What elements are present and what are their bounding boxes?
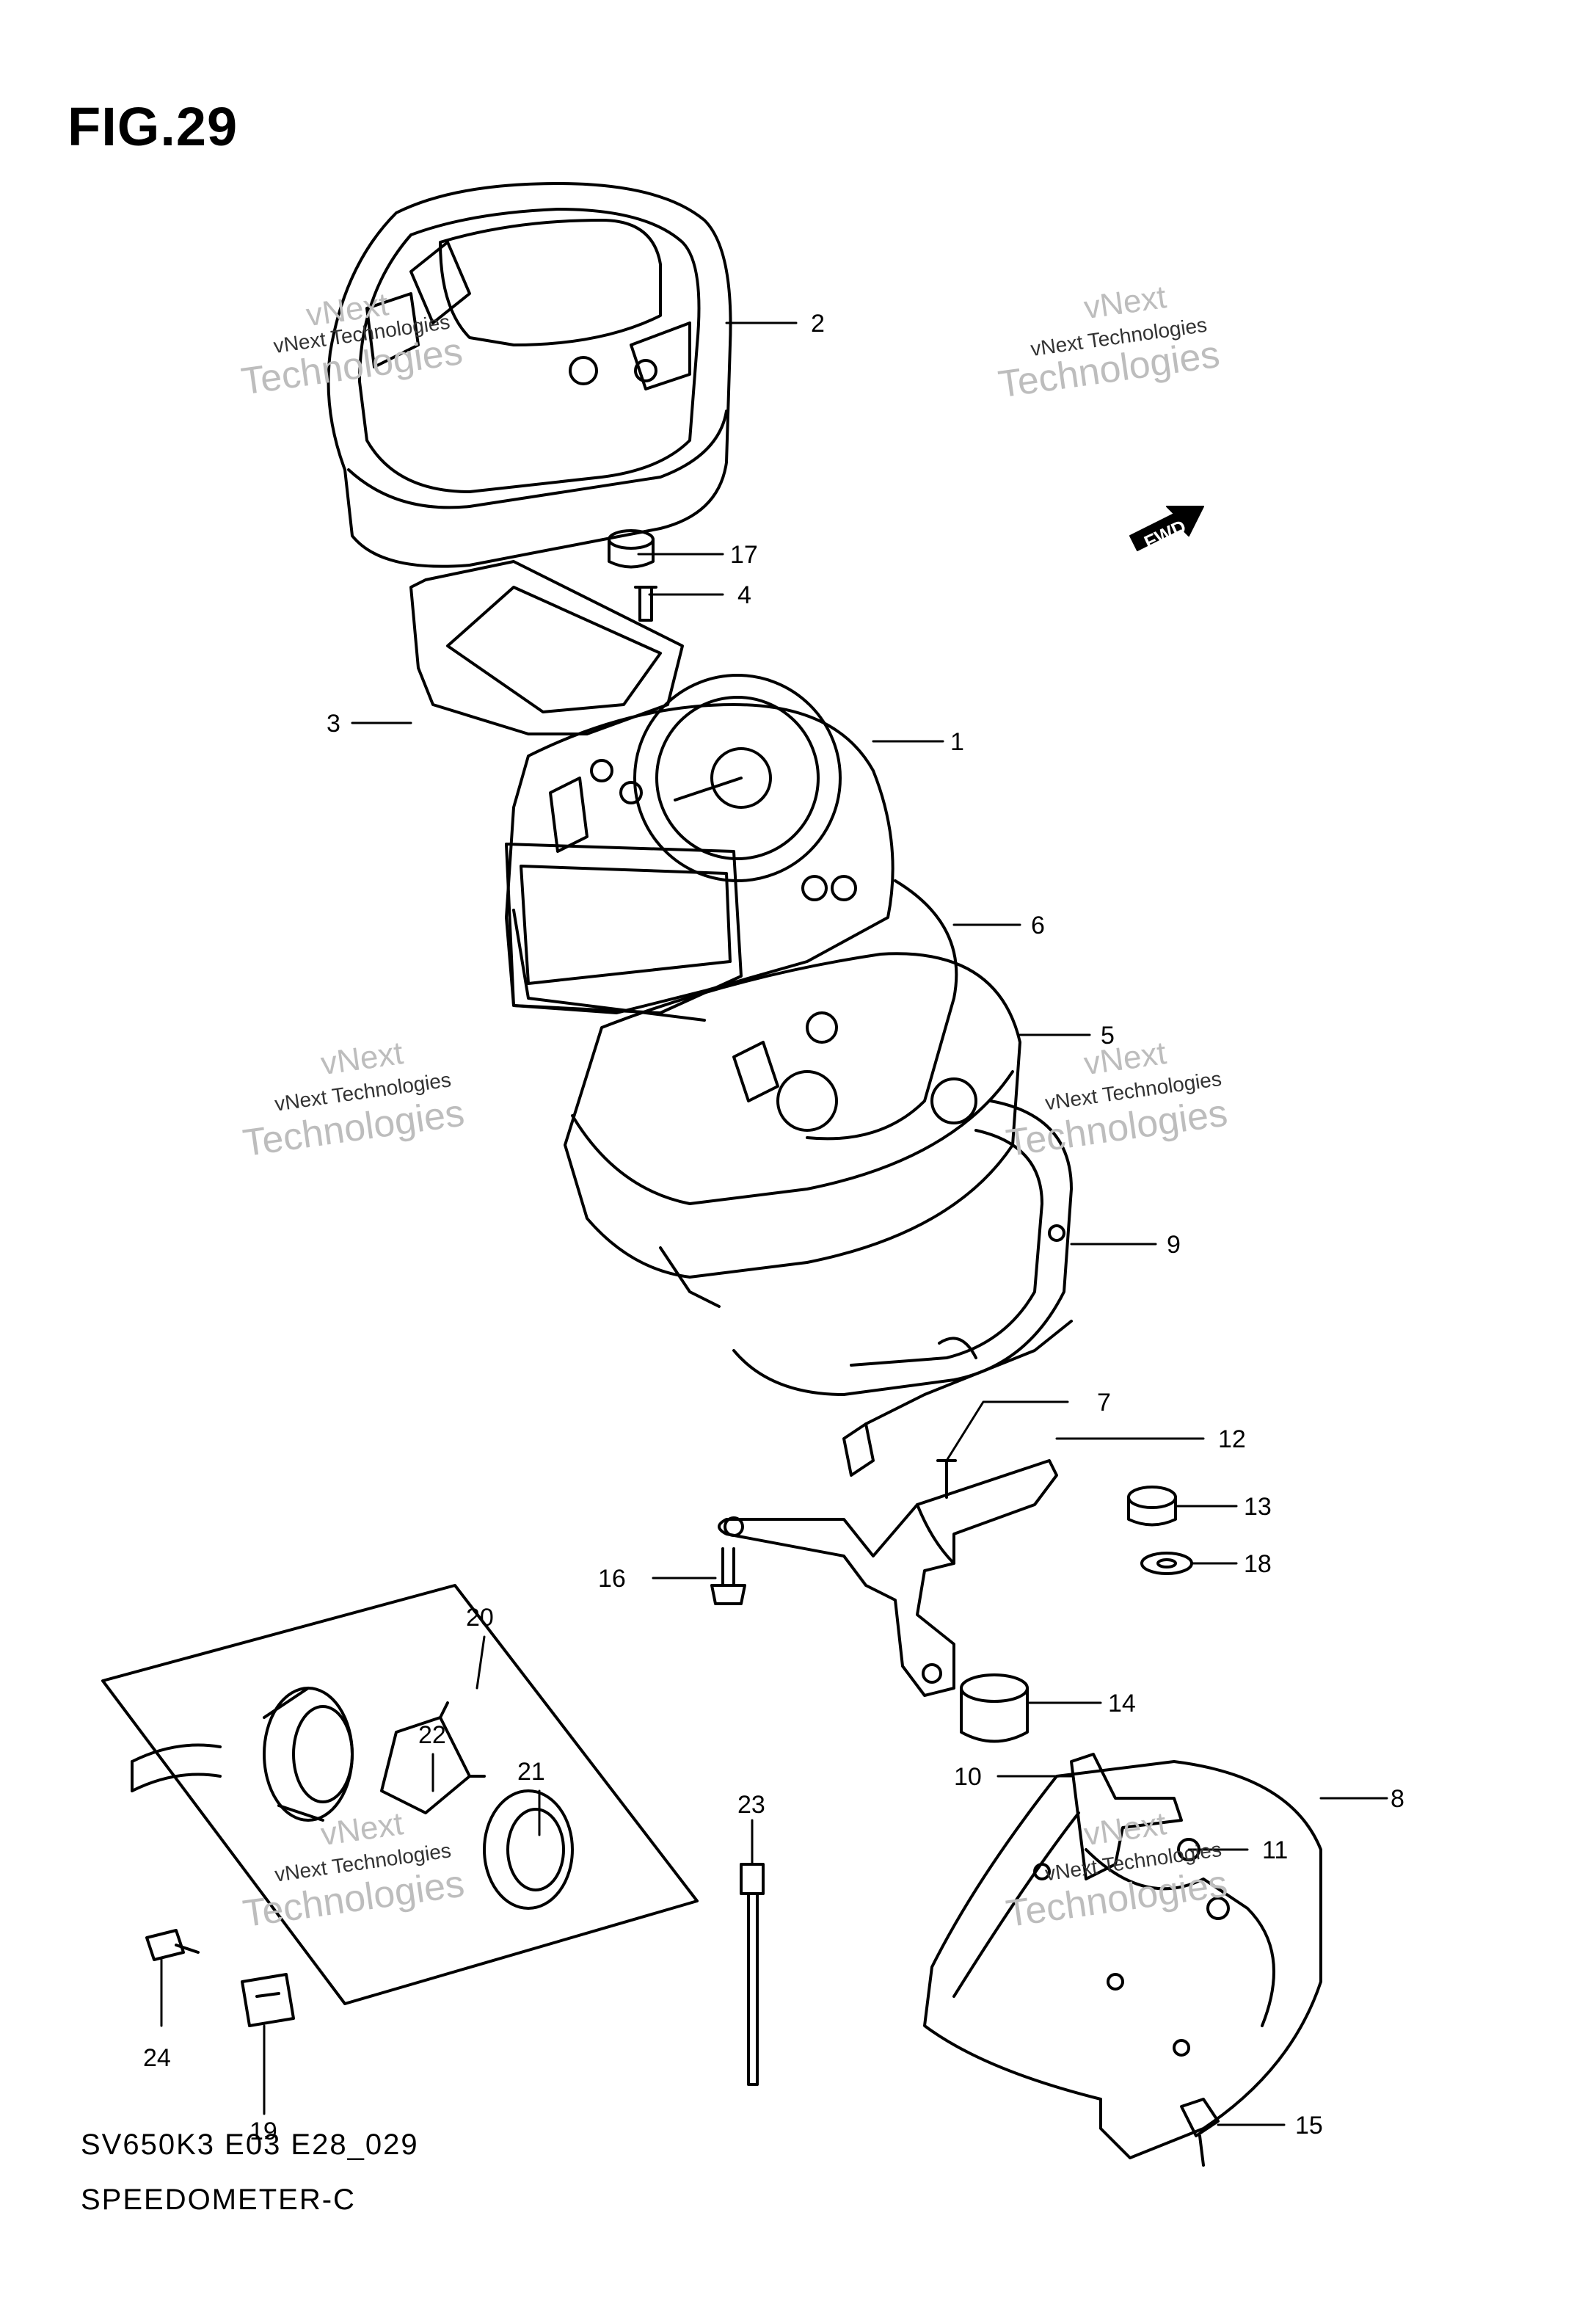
part-grommet-17 <box>608 529 655 569</box>
part-gasket-9 <box>732 1099 1073 1477</box>
callout-3: 3 <box>327 710 340 738</box>
part-clip-19 <box>241 1973 295 2027</box>
watermark-5: vNext vNext Technologies Technologies <box>241 1806 467 1935</box>
callout-15: 15 <box>1295 2112 1323 2140</box>
part-meter-cover <box>327 182 732 568</box>
callout-16: 16 <box>598 1565 626 1593</box>
callout-20: 20 <box>466 1604 494 1632</box>
callout-13: 13 <box>1244 1493 1272 1521</box>
part-socket-kit-20 <box>101 1584 699 2005</box>
callout-1: 1 <box>950 728 964 756</box>
svg-text:vNext: vNext <box>318 1035 405 1082</box>
part-meter-assembly-1 <box>505 674 894 1022</box>
callout-7: 7 <box>1097 1389 1111 1417</box>
callout-numbers: 2 17 4 3 1 6 5 9 7 12 13 18 16 14 20 22 … <box>143 310 1404 2145</box>
fwd-arrow-icon <box>1129 506 1204 551</box>
callout-14: 14 <box>1108 1690 1136 1717</box>
part-grommet-14 <box>960 1673 1029 1743</box>
watermark-1: vNext vNext Technologies Technologies <box>238 286 465 403</box>
part-ring-21 <box>483 1789 574 1910</box>
callout-21: 21 <box>517 1758 545 1786</box>
callout-2: 2 <box>811 310 825 338</box>
callout-11: 11 <box>1262 1836 1288 1864</box>
part-collar-18 <box>1140 1552 1193 1575</box>
callout-18: 18 <box>1244 1550 1272 1578</box>
callout-6: 6 <box>1031 912 1045 939</box>
watermark-6: vNext vNext Technologies Technologies <box>1004 1806 1231 1935</box>
leader-lines <box>160 321 1388 2126</box>
part-lower-cover-8 <box>923 1760 1322 2159</box>
part-case-5 <box>564 952 1021 1308</box>
part-wire-6 <box>806 879 958 1141</box>
part-bolt-24 <box>145 1929 200 1961</box>
watermark-2: vNext vNext Technologies Technologies <box>996 279 1222 406</box>
part-stay-10 <box>1070 1753 1183 1880</box>
section-name: SPEEDOMETER-C <box>81 2184 356 2216</box>
callout-17: 17 <box>730 541 758 569</box>
callout-5: 5 <box>1101 1022 1115 1050</box>
callout-12: 12 <box>1218 1425 1246 1453</box>
part-bolt-16 <box>710 1547 746 1605</box>
svg-text:vNext: vNext <box>1082 1035 1168 1082</box>
part-cable-tie-23 <box>740 1863 765 2086</box>
callout-24: 24 <box>143 2044 171 2072</box>
part-bulb-22 <box>380 1701 486 1814</box>
callout-8: 8 <box>1391 1785 1404 1813</box>
svg-text:vNext: vNext <box>318 1806 405 1853</box>
callout-10: 10 <box>954 1763 982 1791</box>
svg-text:vNext: vNext <box>1082 1806 1168 1853</box>
part-screw-15 <box>1180 2098 1220 2167</box>
callout-23: 23 <box>737 1791 765 1819</box>
callout-22: 22 <box>418 1721 446 1749</box>
figure-title: FIG.29 <box>68 96 238 157</box>
callout-9: 9 <box>1167 1231 1181 1259</box>
callout-19: 19 <box>249 2117 277 2145</box>
watermarks: vNext vNext Technologies Technologies vN… <box>238 279 1231 1935</box>
part-screw-4 <box>634 586 657 622</box>
part-grommet-13 <box>1127 1486 1177 1527</box>
part-bracket-12 <box>718 1459 1058 1697</box>
svg-text:vNext: vNext <box>1082 279 1168 326</box>
callout-4: 4 <box>737 581 751 609</box>
model-code: SV650K3 E03 E28_029 <box>81 2129 419 2161</box>
watermark-4: vNext vNext Technologies Technologies <box>1004 1035 1231 1165</box>
watermark-3: vNext vNext Technologies Technologies <box>241 1035 467 1165</box>
